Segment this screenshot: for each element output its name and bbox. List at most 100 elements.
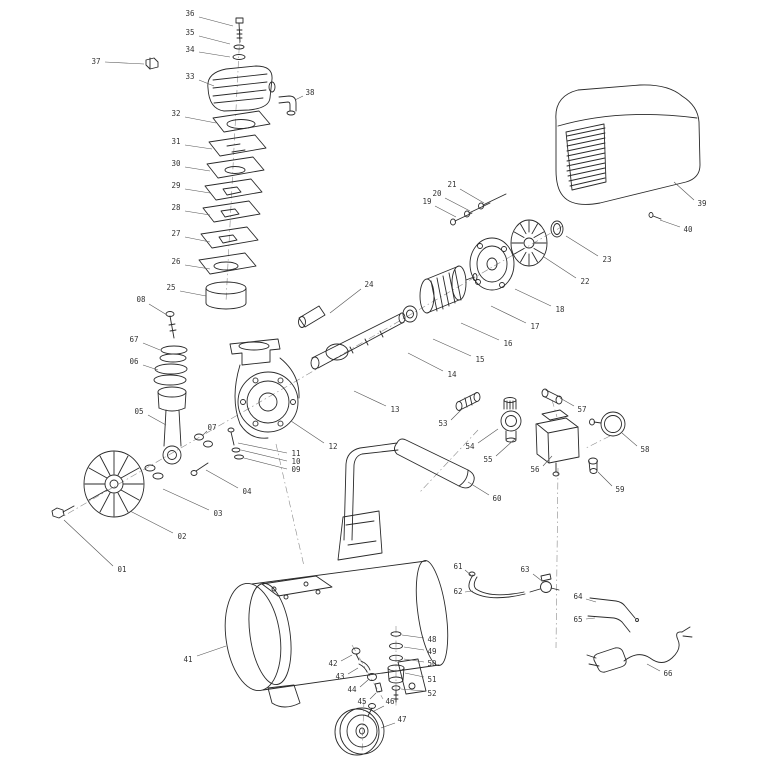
leader-line-36	[198, 16, 234, 27]
part-number-19: 19	[422, 197, 431, 206]
leader-line-53	[450, 408, 463, 421]
part-number-03: 03	[213, 509, 222, 518]
leader-line-25	[179, 290, 207, 297]
leader-line-05	[147, 414, 167, 426]
leader-line-52	[400, 688, 425, 692]
leader-line-21	[459, 188, 485, 204]
leader-line-18	[514, 288, 552, 307]
crankcase-drawing	[229, 338, 300, 439]
leader-line-10	[240, 449, 288, 462]
part-number-54: 54	[465, 442, 475, 451]
leader-line-40	[659, 219, 681, 228]
through-bolts-drawing	[450, 193, 507, 226]
leader-line-48	[401, 634, 425, 639]
leader-line-33	[198, 79, 215, 87]
part-number-44: 44	[347, 685, 357, 694]
valve-plate-stack-drawing	[198, 110, 271, 275]
leader-line-31	[184, 144, 213, 150]
support-rod-drawing	[587, 597, 639, 633]
leader-line-50	[403, 658, 425, 663]
part-number-33: 33	[185, 72, 194, 81]
leader-line-67	[142, 342, 161, 351]
leader-line-59	[597, 471, 613, 487]
part-number-65: 65	[573, 615, 582, 624]
motor-fan-drawing	[510, 219, 564, 267]
part-number-10: 10	[291, 457, 301, 466]
leader-line-51	[404, 672, 425, 678]
part-number-36: 36	[185, 9, 195, 18]
leader-line-04	[205, 469, 239, 489]
part-number-17: 17	[530, 322, 539, 331]
part-number-66: 66	[663, 669, 673, 678]
cylinder-sleeve-drawing	[205, 281, 247, 310]
leader-line-17	[490, 305, 527, 324]
part-number-02: 02	[177, 532, 186, 541]
part-number-37: 37	[91, 57, 100, 66]
part-number-59: 59	[615, 485, 624, 494]
leader-line-61	[464, 569, 473, 577]
part-number-42: 42	[328, 659, 337, 668]
leader-line-23	[565, 235, 599, 257]
part-number-30: 30	[171, 159, 181, 168]
part-number-64: 64	[573, 592, 583, 601]
part-number-14: 14	[447, 370, 457, 379]
leader-line-49	[403, 646, 425, 651]
leader-line-20	[444, 197, 471, 212]
head-bolt-drawing	[232, 17, 246, 60]
leader-line-11	[237, 442, 288, 454]
part-number-13: 13	[390, 405, 399, 414]
leader-line-16	[460, 322, 500, 341]
tank-drawing	[224, 438, 475, 708]
leader-line-43	[347, 667, 359, 675]
crankshaft-drawing	[310, 305, 418, 370]
leader-line-12	[290, 420, 325, 444]
leader-line-58	[621, 432, 638, 447]
part-number-48: 48	[427, 635, 437, 644]
leader-line-42	[340, 654, 353, 662]
regulator-group-drawing	[455, 392, 522, 443]
leader-line-46	[373, 705, 385, 712]
part-number-60: 60	[492, 494, 502, 503]
fastener-stack-drawing	[387, 631, 405, 703]
motor-shroud-drawing	[555, 84, 701, 220]
part-number-27: 27	[171, 229, 180, 238]
leader-line-07	[201, 430, 208, 437]
part-number-06: 06	[129, 357, 139, 366]
leader-line-29	[184, 188, 211, 194]
part-number-61: 61	[453, 562, 462, 571]
leader-line-57	[559, 397, 575, 407]
leader-line-55	[495, 437, 517, 457]
part-number-15: 15	[475, 355, 484, 364]
leader-line-65	[585, 617, 596, 620]
leader-line-13	[353, 390, 387, 407]
part-number-04: 04	[242, 487, 252, 496]
part-number-49: 49	[427, 647, 436, 656]
parts-drawing	[51, 17, 701, 756]
leader-line-30	[184, 166, 211, 172]
leader-line-54	[477, 428, 499, 444]
leader-line-47	[380, 722, 396, 729]
part-number-05: 05	[134, 407, 143, 416]
part-number-35: 35	[185, 28, 194, 37]
leader-line-08	[148, 303, 168, 316]
leader-line-14	[407, 352, 444, 372]
part-number-63: 63	[520, 565, 529, 574]
end-shield-drawing	[469, 237, 515, 291]
leader-line-02	[129, 510, 174, 534]
part-number-11: 11	[291, 449, 300, 458]
leader-line-64	[585, 598, 597, 603]
part-number-01: 01	[117, 565, 126, 574]
rod-hardware-drawing	[190, 433, 213, 476]
part-number-53: 53	[438, 419, 447, 428]
part-number-45: 45	[357, 697, 366, 706]
leader-line-37	[104, 61, 145, 65]
part-number-58: 58	[640, 445, 650, 454]
leader-line-34	[198, 51, 231, 58]
pressure-switch-drawing	[535, 388, 626, 477]
part-number-51: 51	[427, 675, 436, 684]
part-number-18: 18	[555, 305, 565, 314]
leader-line-38	[294, 95, 304, 101]
